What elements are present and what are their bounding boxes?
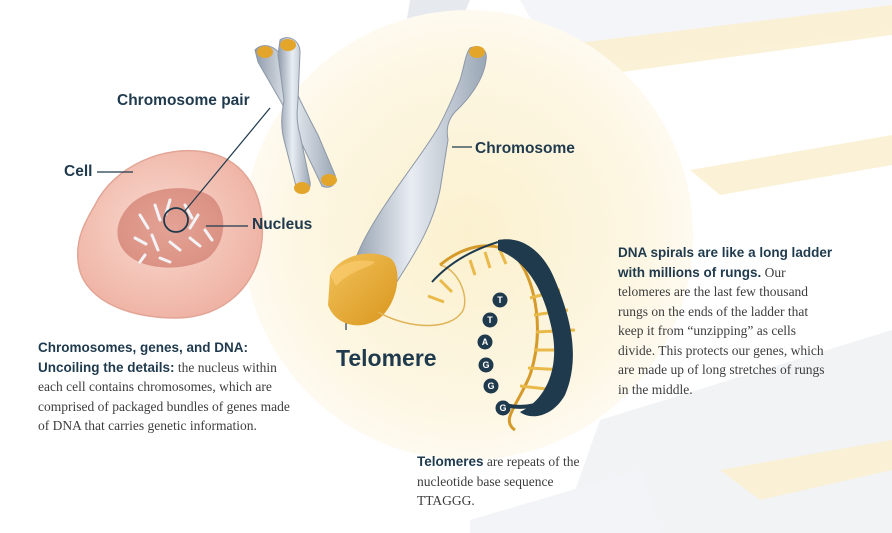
base-circle (478, 357, 494, 373)
dna-spirals-description: DNA spirals are like a long ladder with … (618, 243, 833, 399)
base-letter: A (482, 337, 489, 347)
label-telomere: Telomere (336, 345, 437, 371)
chromosome-graphic (328, 46, 487, 327)
dna-spirals-description-heading: DNA spirals are like a long ladder with … (618, 245, 833, 280)
base-circle (477, 334, 493, 350)
base-letter: G (487, 381, 494, 391)
base-circle (482, 312, 498, 328)
label-cell: Cell (64, 163, 93, 180)
chromosomes-description: Chromosomes, genes, and DNA: Uncoiling t… (38, 338, 300, 436)
chromosome-pair-graphic (254, 37, 337, 194)
chromosomes-description-heading: Chromosomes, genes, and DNA: Uncoiling t… (38, 340, 249, 375)
cell-graphic (76, 149, 264, 319)
base-circle (483, 378, 499, 394)
base-letter: T (497, 295, 503, 305)
label-chromosome: Chromosome (475, 140, 575, 157)
base-circle (495, 400, 511, 416)
telomeres-description-heading: Telomeres (417, 454, 484, 469)
label-chromosome-pair: Chromosome pair (117, 92, 250, 109)
base-sequence: TT A G G G (477, 292, 511, 416)
chromosomes-description-body: the nucleus within each cell contains ch… (38, 359, 290, 434)
background-decoration (395, 0, 892, 533)
base-letter: G (482, 360, 489, 370)
telomeres-description: Telomeres are repeats of the nucleotide … (417, 452, 587, 511)
label-nucleus: Nucleus (252, 216, 313, 233)
base-letter: G (499, 403, 506, 413)
nucleus-highlight-circle (163, 207, 189, 233)
telomeres-description-body: are repeats of the nucleotide base seque… (417, 454, 580, 508)
base-circle (492, 292, 508, 308)
highlight-circle (243, 10, 693, 460)
base-letter: T (487, 315, 493, 325)
dna-spirals-description-body: Our telomeres are the last few thousand … (618, 264, 825, 397)
